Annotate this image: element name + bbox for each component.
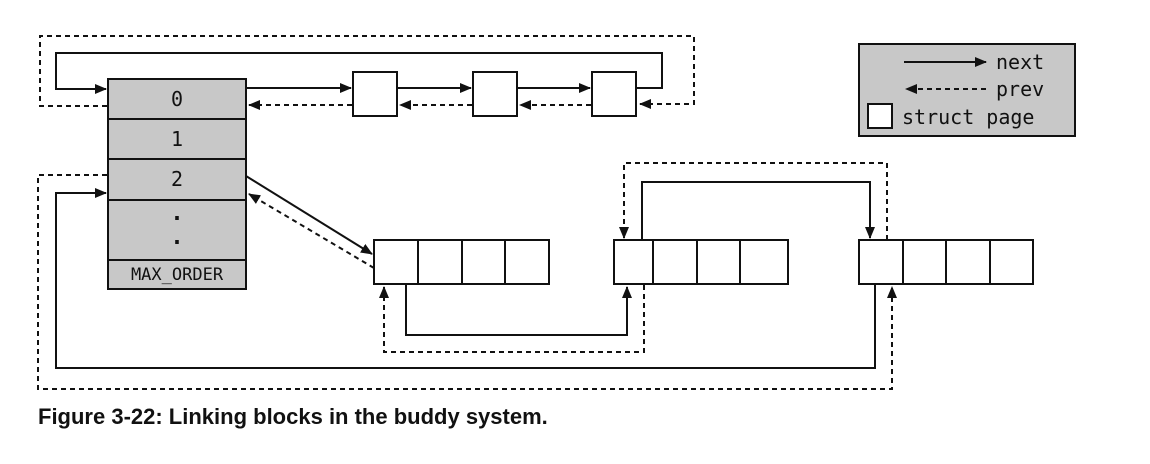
- array-ellipsis-dot-1: .: [170, 201, 183, 226]
- array-background: [107, 78, 247, 290]
- order-2-next-links: [55, 175, 876, 369]
- prev-arrow: [379, 285, 645, 353]
- prev-arrow: [248, 193, 375, 269]
- figure-caption: Figure 3-22: Linking blocks in the buddy…: [38, 404, 548, 429]
- legend-page-label: struct page: [902, 105, 1034, 129]
- page-block: [352, 71, 398, 117]
- order-2-block-c: [858, 239, 1034, 285]
- legend-page-swatch: [867, 103, 893, 129]
- legend: next prev struct page: [858, 43, 1076, 137]
- order-2-block-b: [613, 239, 789, 285]
- next-arrow-wrap: [55, 188, 876, 369]
- array-cell-1: 1: [171, 127, 183, 151]
- next-arrow: [245, 175, 373, 255]
- order-0-pages: [352, 71, 637, 117]
- prev-arrow-wrap: [39, 35, 695, 109]
- next-arrow: [405, 285, 632, 336]
- legend-prev-label: prev: [996, 77, 1044, 101]
- page-block: [472, 71, 518, 117]
- next-arrow-wrap: [55, 52, 663, 94]
- prev-arrow: [619, 162, 888, 240]
- prev-arrow-wrap: [37, 174, 897, 390]
- array-cell-2: 2: [171, 167, 183, 191]
- order-2-block-a: [373, 239, 550, 285]
- array-cell-0: 0: [171, 87, 183, 111]
- order-0-prev-links: [39, 35, 695, 110]
- order-0-next-links: [55, 52, 663, 94]
- page-block: [591, 71, 637, 117]
- array-ellipsis-dot-2: .: [170, 225, 183, 250]
- next-arrow: [641, 181, 875, 240]
- page-block: [613, 239, 789, 285]
- order-2-prev-links: [37, 162, 897, 390]
- legend-next-label: next: [996, 50, 1044, 74]
- array-cell-max-order: MAX_ORDER: [131, 265, 224, 285]
- free-area-array: 0 1 2 . . MAX_ORDER: [107, 78, 247, 290]
